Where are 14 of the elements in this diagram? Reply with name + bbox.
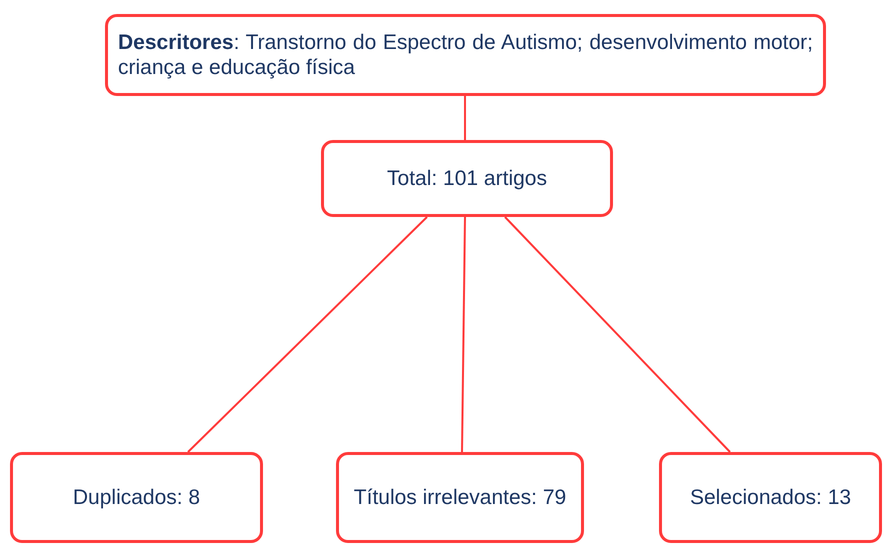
process-box (659, 452, 882, 543)
process-box (321, 140, 613, 217)
count-label: Duplicados: 8 (72, 484, 200, 510)
process-box (10, 452, 263, 543)
connector-line (187, 216, 428, 453)
connector-line (464, 96, 466, 140)
count-label: Total: 101 artigos (387, 166, 547, 192)
descriptor-box (105, 14, 826, 96)
process-box (336, 452, 584, 543)
count-label: Títulos irrelevantes: 79 (354, 484, 566, 510)
count-label: Selecionados: 13 (690, 484, 852, 510)
connector-line (504, 216, 731, 453)
descriptor-text: Descritores: Transtorno do Espectro de Autismo; desenvolvimento motor; criança e educação física (118, 30, 813, 80)
connector-line (461, 216, 466, 452)
